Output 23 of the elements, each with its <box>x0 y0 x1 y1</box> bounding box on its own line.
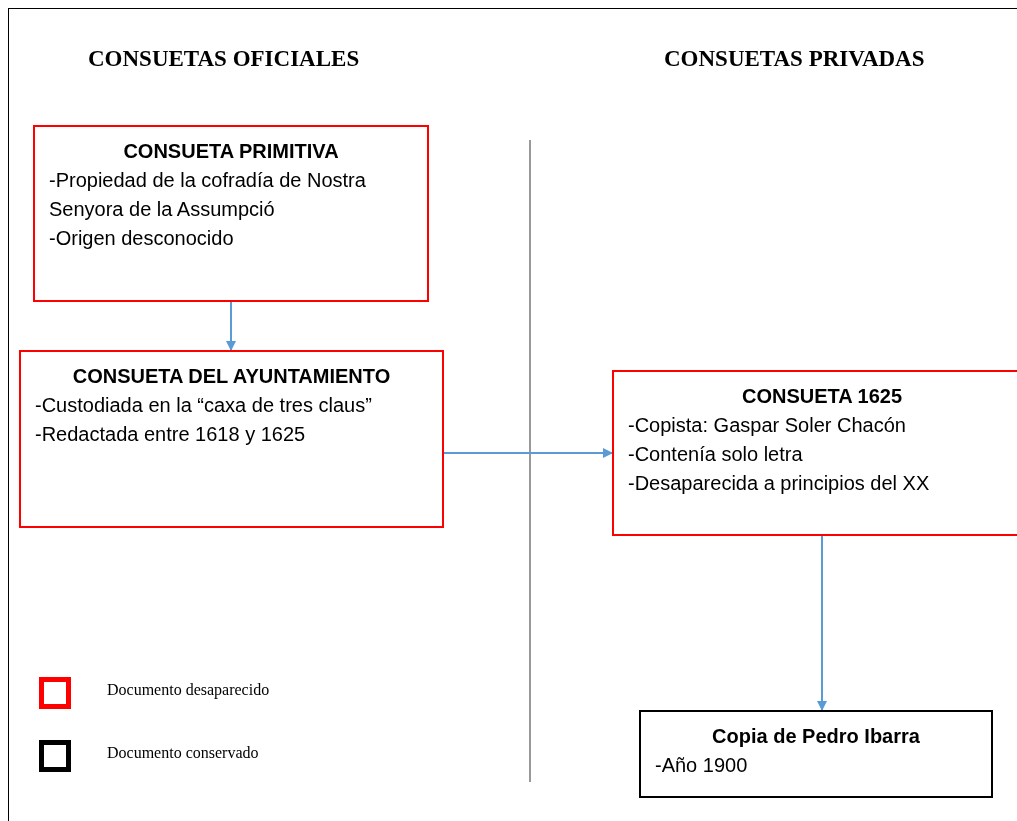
arrow <box>817 535 827 711</box>
document-box <box>612 370 1017 536</box>
box-text: -Redactada entre 1618 y 1625 <box>35 422 307 447</box>
box-text: -Contenía solo letra <box>628 442 804 467</box>
box-heading: CONSUETA 1625 <box>740 384 904 409</box>
document-box <box>639 710 993 798</box>
legend-text: Documento desaparecido <box>107 681 270 699</box>
arrow <box>226 301 236 351</box>
column-heading: CONSUETAS PRIVADAS <box>664 46 925 72</box>
box-text: -Copista: Gaspar Soler Chacón <box>628 413 907 438</box>
box-text: -Custodiada en la “caxa de tres claus” <box>35 393 373 418</box>
box-text: -Año 1900 <box>655 753 749 778</box>
column-heading: CONSUETAS OFICIALES <box>88 46 360 72</box>
box-heading: CONSUETA PRIMITIVA <box>122 139 340 164</box>
box-text: -Origen desconocido <box>49 226 235 251</box>
box-heading: Copia de Pedro Ibarra <box>711 724 921 749</box>
document-box <box>33 125 429 302</box>
box-text: -Desaparecida a principios del XX <box>628 471 931 496</box>
document-box <box>19 350 444 528</box>
box-heading: CONSUETA DEL AYUNTAMIENTO <box>71 364 392 389</box>
box-text: -Propiedad de la cofradía de Nostra Senyora de la Assumpció <box>49 168 367 222</box>
arrow <box>443 448 613 458</box>
legend-text: Documento conservado <box>107 744 259 762</box>
